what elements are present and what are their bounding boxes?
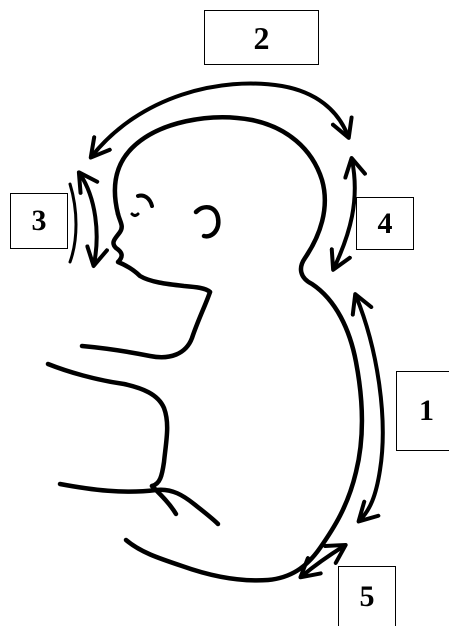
arrow-3 — [80, 174, 97, 264]
label-box-1: 1 — [396, 371, 449, 451]
label-box-2: 2 — [204, 10, 319, 65]
label-4-text: 4 — [378, 209, 393, 239]
arrow-2 — [92, 84, 348, 156]
baby-outline — [48, 117, 362, 580]
label-box-3: 3 — [10, 193, 68, 249]
arrow-4 — [334, 160, 355, 268]
label-1-text: 1 — [419, 396, 434, 426]
label-box-5: 5 — [338, 566, 396, 626]
label-3-text: 3 — [32, 206, 47, 236]
label-2-text: 2 — [254, 22, 270, 54]
label-5-text: 5 — [360, 582, 375, 612]
label-box-4: 4 — [356, 197, 414, 250]
arrow-3-echo — [70, 184, 76, 262]
